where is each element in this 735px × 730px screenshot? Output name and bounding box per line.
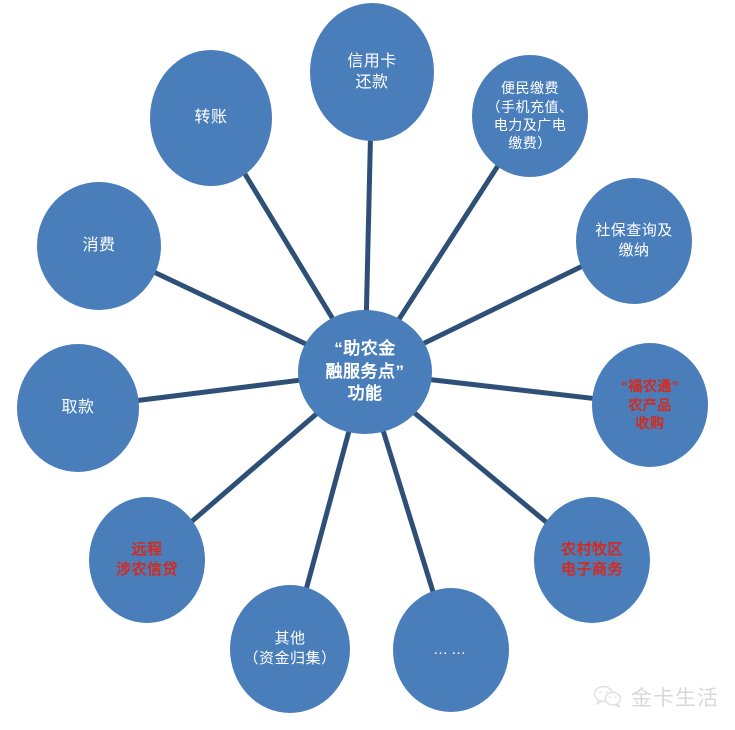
connector-line-transfer — [241, 171, 336, 321]
connector-line-other-fund-collection — [303, 429, 352, 591]
connector-line-remote-agri-credit — [189, 411, 320, 525]
connector-line-social-security — [421, 263, 584, 347]
connector-line-funongtong-procurement — [429, 376, 595, 402]
watermark-text: 金卡生活 — [631, 687, 719, 710]
node-circle-funongtong-procurement[interactable] — [592, 343, 708, 467]
connector-line-convenience-payment — [396, 163, 501, 322]
node-circle-consumption[interactable] — [37, 182, 161, 310]
node-circle-remote-agri-credit[interactable] — [89, 497, 205, 623]
node-circle-ellipsis[interactable] — [393, 588, 509, 712]
node-circle-other-fund-collection[interactable] — [230, 585, 350, 713]
watermark: 金卡生活 — [593, 682, 719, 712]
node-circle-convenience-payment[interactable] — [472, 55, 588, 177]
connector-line-ellipsis — [380, 428, 436, 594]
connector-lines — [136, 138, 595, 594]
node-shapes — [17, 3, 708, 713]
connector-line-rural-ecommerce — [411, 410, 550, 526]
wechat-icon — [593, 685, 623, 709]
node-circle-transfer[interactable] — [150, 50, 272, 186]
node-circle-rural-ecommerce[interactable] — [534, 497, 650, 623]
center-node-shape — [298, 310, 432, 434]
connector-line-consumption — [152, 269, 309, 347]
node-circle-cash-withdrawal[interactable] — [17, 344, 139, 472]
center-node-circle[interactable] — [298, 310, 432, 434]
node-circle-social-security[interactable] — [576, 178, 692, 304]
node-circle-credit-card-repayment[interactable] — [310, 3, 434, 141]
connector-line-credit-card-repayment — [363, 138, 373, 313]
connector-line-cash-withdrawal — [136, 377, 301, 404]
